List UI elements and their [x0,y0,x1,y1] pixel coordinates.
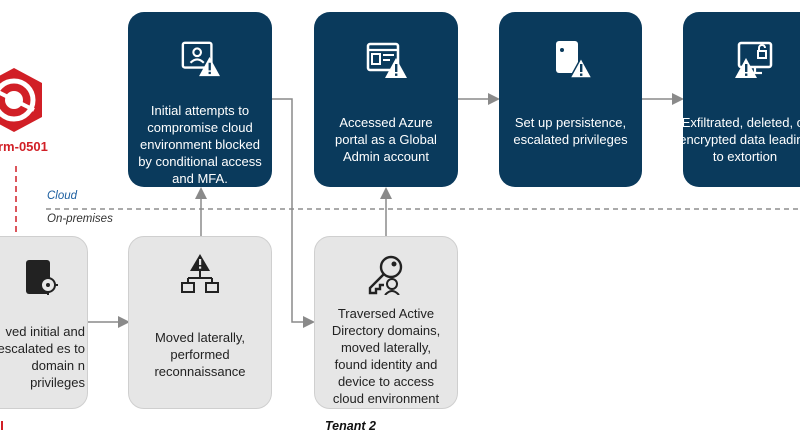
device-warning-icon [555,41,592,79]
threat-actor-logo-icon [0,68,42,132]
cloud-step-2: Accessed Azure portal as a Global Admin … [314,12,458,187]
cloud-zone-label: Cloud [47,190,78,202]
tenant-label: Tenant 2 [325,419,376,433]
onprem-step-3: Traversed Active Directory domains, move… [314,236,458,409]
onprem-step-2-text: Moved laterally, performed reconnaissanc… [154,330,246,379]
onprem-step-1-text: ved initial and escalated es to domain n… [0,324,85,390]
cloud-step-2-text: Accessed Azure portal as a Global Admin … [335,115,437,164]
key-identity-icon [368,255,403,295]
onprem-zone-label: On-premises [47,213,113,225]
network-warning-icon [181,254,219,293]
cloud-step-4: Exfiltrated, deleted, or encrypted data … [679,12,800,187]
portal-warning-icon [366,42,407,78]
onprem-step-3-text: Traversed Active Directory domains, move… [331,306,441,406]
onprem-step-1: ved initial and escalated es to domain n… [0,236,88,409]
arrow-c1-o3 [272,98,315,328]
onprem-step-2: Moved laterally, performed reconnaissanc… [128,236,272,409]
user-warning-icon [181,41,220,77]
cloud-step-4-text: Exfiltrated, deleted, or encrypted data … [679,115,800,164]
cloud-step-3-text: Set up persistence, escalated privileges [513,115,628,147]
threat-actor-name: rm-0501 [0,139,48,154]
cloud-step-1-text: Initial attempts to compromise cloud env… [138,103,262,186]
monitor-lock-warning-icon [735,41,773,78]
cloud-step-1: Initial attempts to compromise cloud env… [128,12,272,187]
device-target-icon [26,260,58,295]
cloud-step-3: Set up persistence, escalated privileges [499,12,642,187]
